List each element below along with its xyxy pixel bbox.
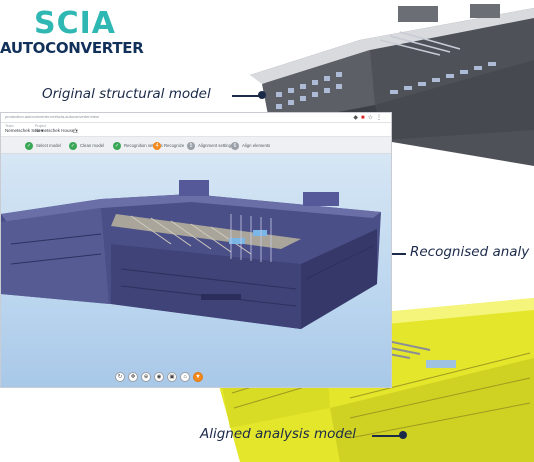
- 3d-viewport[interactable]: [1, 154, 391, 387]
- project-selector-bar: Team Nemetschek Scia ▾ Project Nemetsche…: [1, 123, 391, 137]
- logo-scia-text: SCIA: [34, 6, 117, 41]
- project-label: Project: [35, 124, 46, 128]
- project-selector[interactable]: Project Nemetschek House ▾: [35, 124, 78, 134]
- recognised-analysis-model: [1, 180, 381, 329]
- team-value[interactable]: Nemetschek Scia ▾: [5, 128, 44, 133]
- pdf-icon[interactable]: ■: [360, 115, 368, 121]
- browser-window: production.autoconverter.net/scia-autoco…: [0, 112, 392, 388]
- align-step-icon: 6: [231, 141, 239, 150]
- logo-autoconverter-text: AUTOCONVERTER: [0, 39, 144, 57]
- callout-original-leader: [232, 95, 260, 97]
- check-icon: ✓: [69, 141, 77, 150]
- rotate-icon[interactable]: ↻: [115, 372, 125, 382]
- pan-icon[interactable]: ✥: [128, 372, 138, 382]
- share-icon[interactable]: △: [73, 128, 78, 134]
- project-value[interactable]: Nemetschek House ▾: [35, 128, 78, 133]
- step-select-model[interactable]: ✓Select model: [25, 141, 61, 150]
- callout-aligned-dot: [399, 431, 407, 439]
- zoom-icon[interactable]: ⊕: [141, 372, 151, 382]
- viewer-toolbar: ↻ ✥ ⊕ ◉ ▣ ⌂ ▼: [115, 372, 203, 385]
- recognize-step-icon: 4: [153, 141, 161, 150]
- address-bar[interactable]: production.autoconverter.net/scia-autoco…: [1, 113, 391, 123]
- workflow-steps: ✓Select model ✓Clean model ✓Recognition …: [1, 137, 391, 154]
- step-recognition-settings[interactable]: ✓Recognition settings: [113, 141, 163, 150]
- menu-icon[interactable]: ⋮: [376, 115, 385, 121]
- home-icon[interactable]: ⌂: [180, 372, 190, 382]
- callout-original-dot: [258, 91, 266, 99]
- original-structural-model: [250, 4, 534, 166]
- extension-icon[interactable]: ◆: [353, 115, 361, 121]
- expand-icon[interactable]: ▼: [193, 372, 203, 382]
- team-selector[interactable]: Team Nemetschek Scia ▾: [5, 124, 44, 134]
- browser-toolbar-icons: ◆■☆⋮: [353, 114, 385, 121]
- callout-aligned-leader: [372, 435, 400, 437]
- camera-icon[interactable]: ◉: [154, 372, 164, 382]
- alignment-step-icon: 5: [187, 141, 195, 150]
- check-icon: ✓: [25, 141, 33, 150]
- layers-icon[interactable]: ▣: [167, 372, 177, 382]
- callout-original-structural-model: Original structural model: [42, 86, 211, 102]
- team-label: Team: [5, 124, 14, 128]
- callout-recognised-analysis-model: Recognised analy: [410, 244, 530, 260]
- check-icon: ✓: [113, 141, 121, 150]
- address-url[interactable]: production.autoconverter.net/scia-autoco…: [5, 114, 99, 119]
- star-icon[interactable]: ☆: [367, 115, 376, 121]
- step-clean-model[interactable]: ✓Clean model: [69, 141, 105, 150]
- scia-autoconverter-logo: SCIA AUTOCONVERTER: [0, 6, 144, 60]
- callout-aligned-analysis-model: Aligned analysis model: [200, 426, 357, 442]
